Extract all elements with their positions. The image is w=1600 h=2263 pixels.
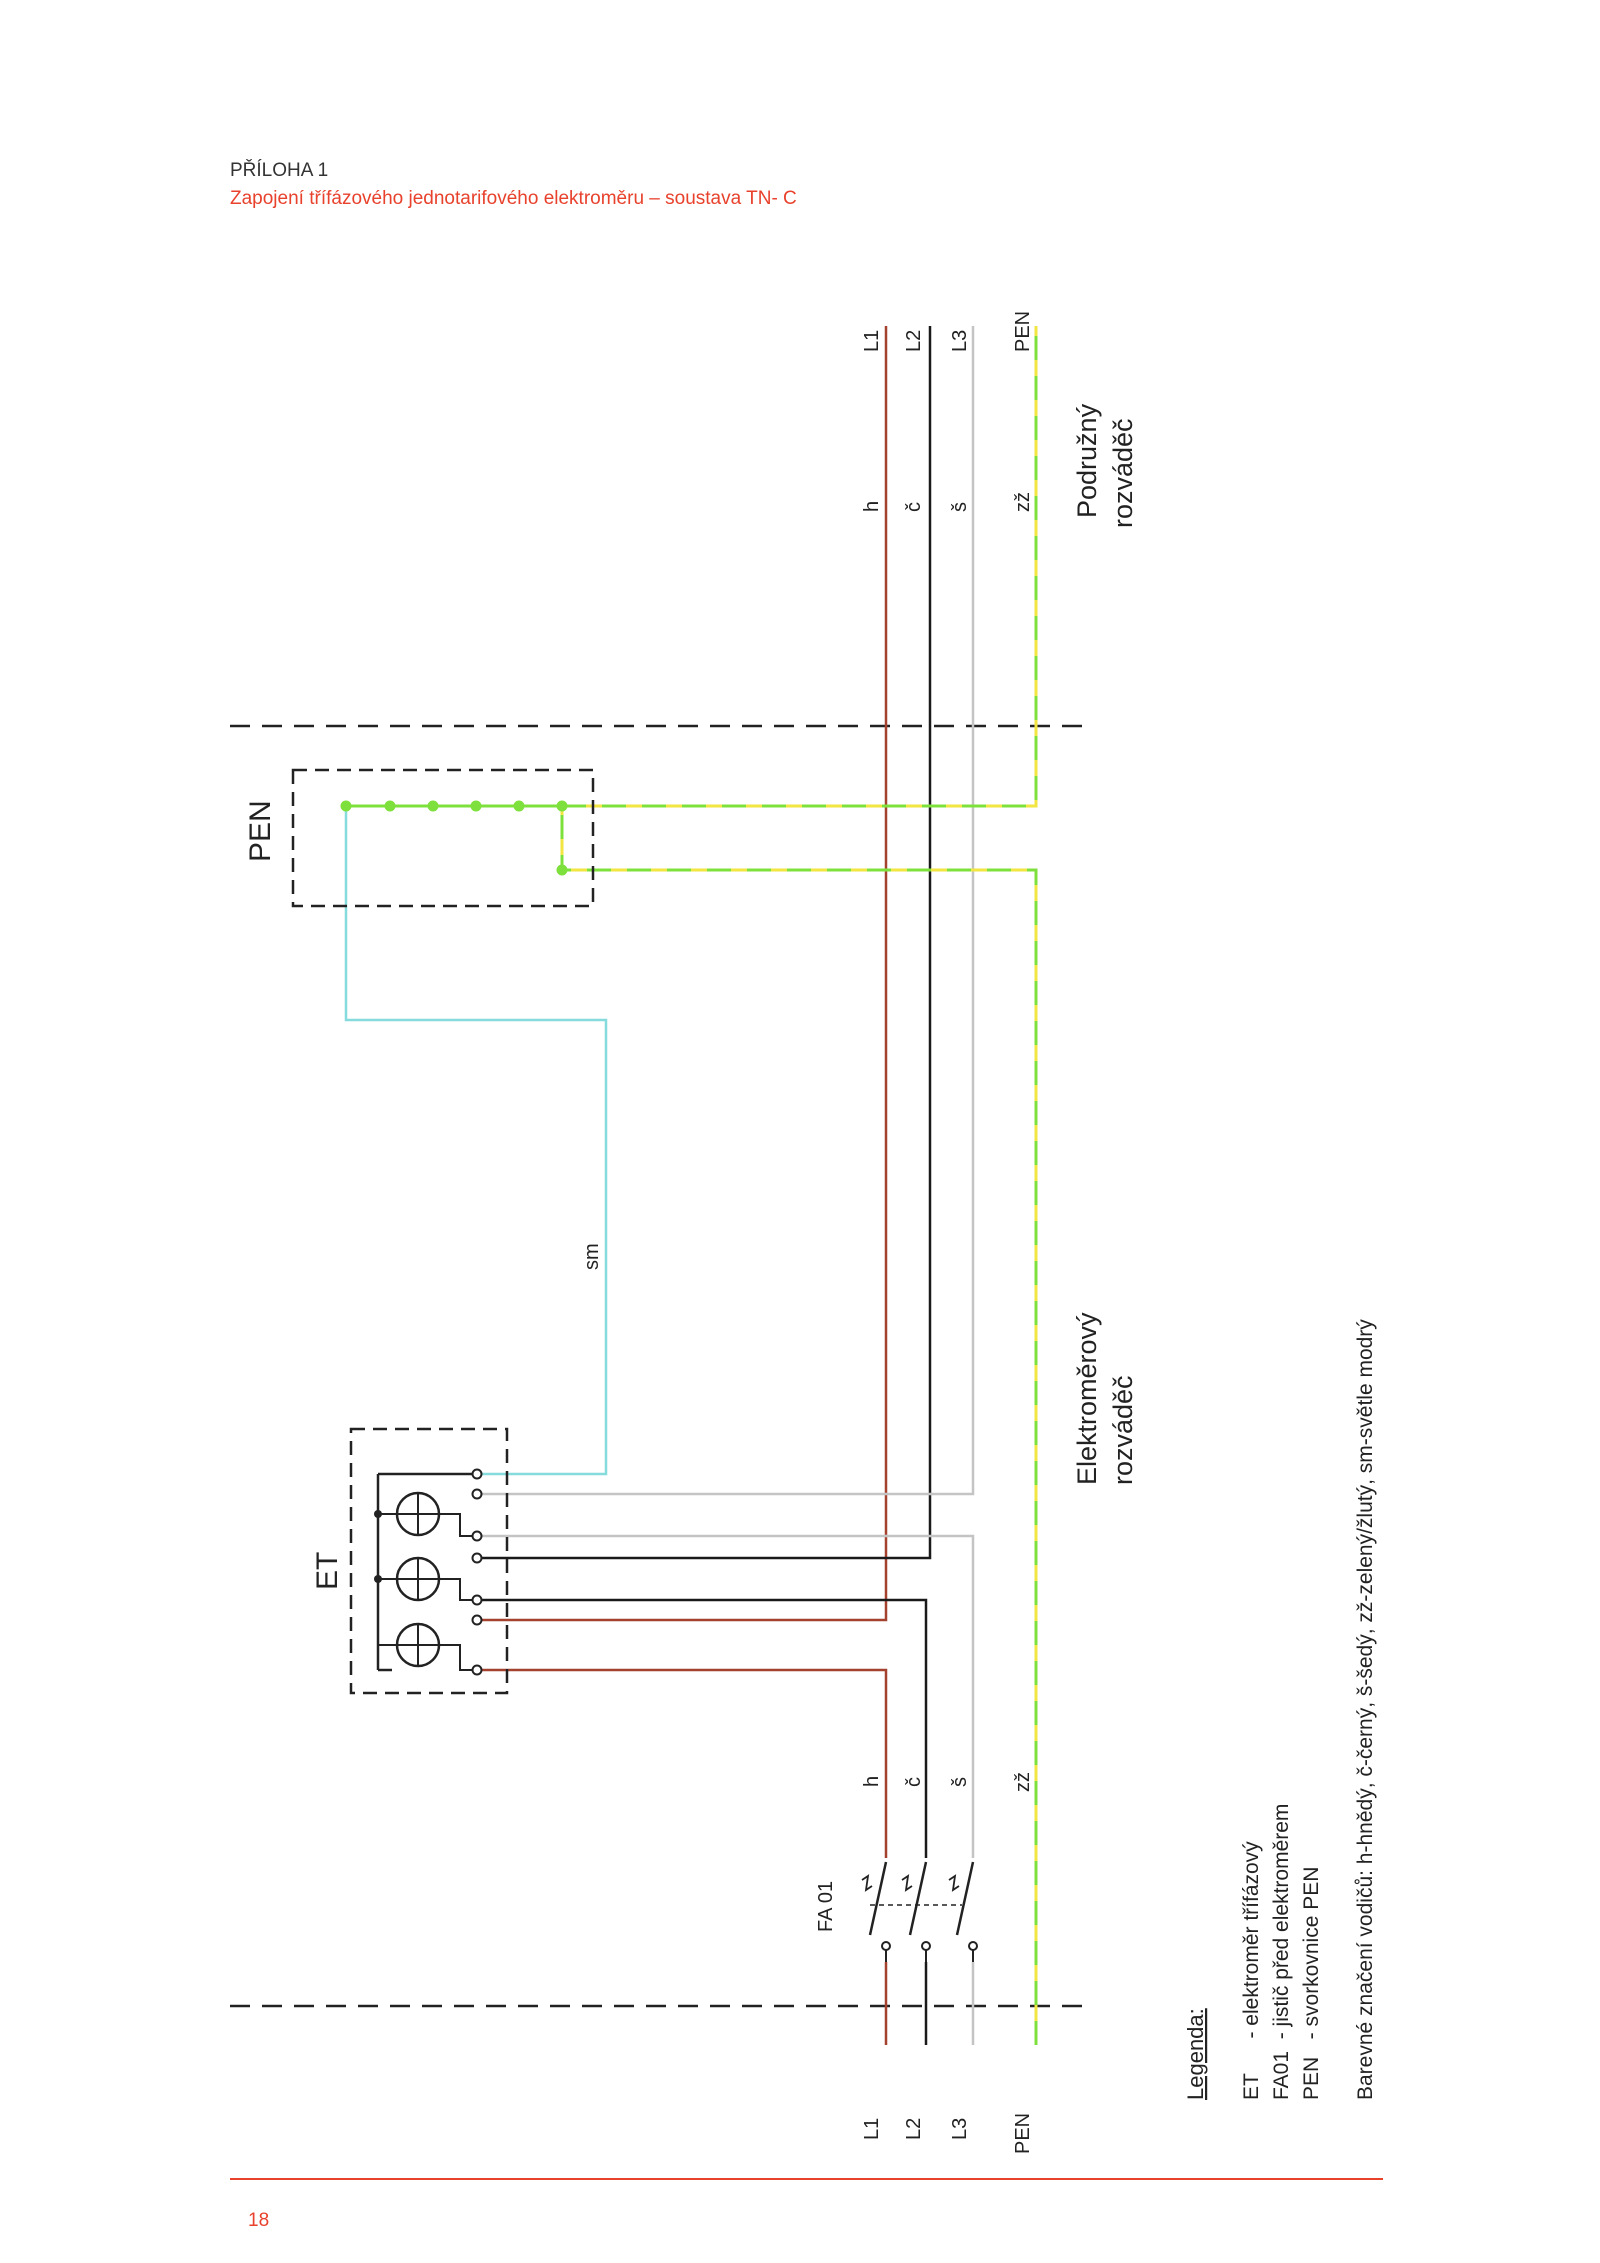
meter-terminal [471, 1468, 483, 1480]
pen-terminal [340, 800, 352, 812]
pen-terminal [556, 864, 568, 876]
conductor-sm [344, 806, 608, 1476]
legend-color-note: Barevné značení vodičů: h-hnědý, č-černý… [1354, 1319, 1377, 2100]
code-c-right: č [903, 502, 925, 512]
section-left-line1: Elektroměrový [1072, 1312, 1102, 1485]
conductor-PEN [560, 326, 1038, 2045]
section-right-line1: Podružný [1072, 403, 1102, 518]
section-right-line2: rozváděč [1108, 418, 1138, 528]
breaker-label: FA 01 [815, 1881, 837, 1932]
legend-item: PEN - svorkovnice PEN [1300, 1867, 1323, 2100]
pen-terminal [427, 800, 439, 812]
breaker-pole [861, 1861, 891, 1962]
pen-terminal [384, 800, 396, 812]
pen-terminal [556, 800, 568, 812]
code-s-left: š [949, 1777, 971, 1787]
code-s-right: š [949, 502, 971, 512]
footer-rule [230, 2178, 1383, 2180]
document-title: Zapojení třífázového jednotarifového ele… [230, 188, 797, 209]
appendix-label: PŘÍLOHA 1 [230, 160, 329, 181]
code-sm: sm [581, 1243, 603, 1270]
breaker-pole [901, 1861, 931, 1962]
breaker-pole [948, 1861, 978, 1962]
label-L2-left: L2 [903, 2118, 925, 2140]
pen-terminal-block [291, 768, 595, 908]
label-L1-right: L1 [861, 330, 883, 352]
meter-element [378, 1622, 477, 1671]
meter-terminal [471, 1614, 483, 1626]
meter-terminal [471, 1488, 483, 1500]
meter-box-label: ET [311, 1552, 344, 1590]
meter-terminal [471, 1594, 483, 1606]
meter-terminal [471, 1530, 483, 1542]
conductor-L1 [477, 326, 888, 2045]
conductor-L3 [477, 326, 975, 2045]
pen-terminal [470, 800, 482, 812]
legend-item: FA01 - jistič před elektroměrem [1270, 1804, 1293, 2100]
label-L1-left: L1 [861, 2118, 883, 2140]
meter-terminal [471, 1664, 483, 1676]
pen-terminal [513, 800, 525, 812]
code-zz-left: zž [1012, 1772, 1034, 1792]
meter-terminal [471, 1552, 483, 1564]
page-number: 18 [248, 2210, 270, 2231]
code-zz-right: zž [1012, 492, 1034, 512]
label-PEN-right: PEN [1012, 311, 1034, 352]
meter-box [349, 1427, 509, 1695]
legend-title: Legenda: [1183, 2008, 1208, 2100]
label-PEN-left: PEN [1012, 2113, 1034, 2154]
label-L3-right: L3 [949, 330, 971, 352]
section-left-line2: rozváděč [1108, 1375, 1138, 1485]
breaker-FA01: FA 01 [815, 1861, 978, 1962]
code-c-left: č [903, 1777, 925, 1787]
meter-element [378, 1556, 477, 1602]
legend-item: ET - elektroměr třífázový [1240, 1841, 1263, 2100]
meter-element [378, 1491, 477, 1537]
label-L3-left: L3 [949, 2118, 971, 2140]
conductor-L2 [477, 326, 932, 2045]
pen-block-label: PEN [244, 800, 277, 862]
code-h-left: h [861, 1776, 883, 1787]
code-h-right: h [861, 501, 883, 512]
label-L2-right: L2 [903, 330, 925, 352]
